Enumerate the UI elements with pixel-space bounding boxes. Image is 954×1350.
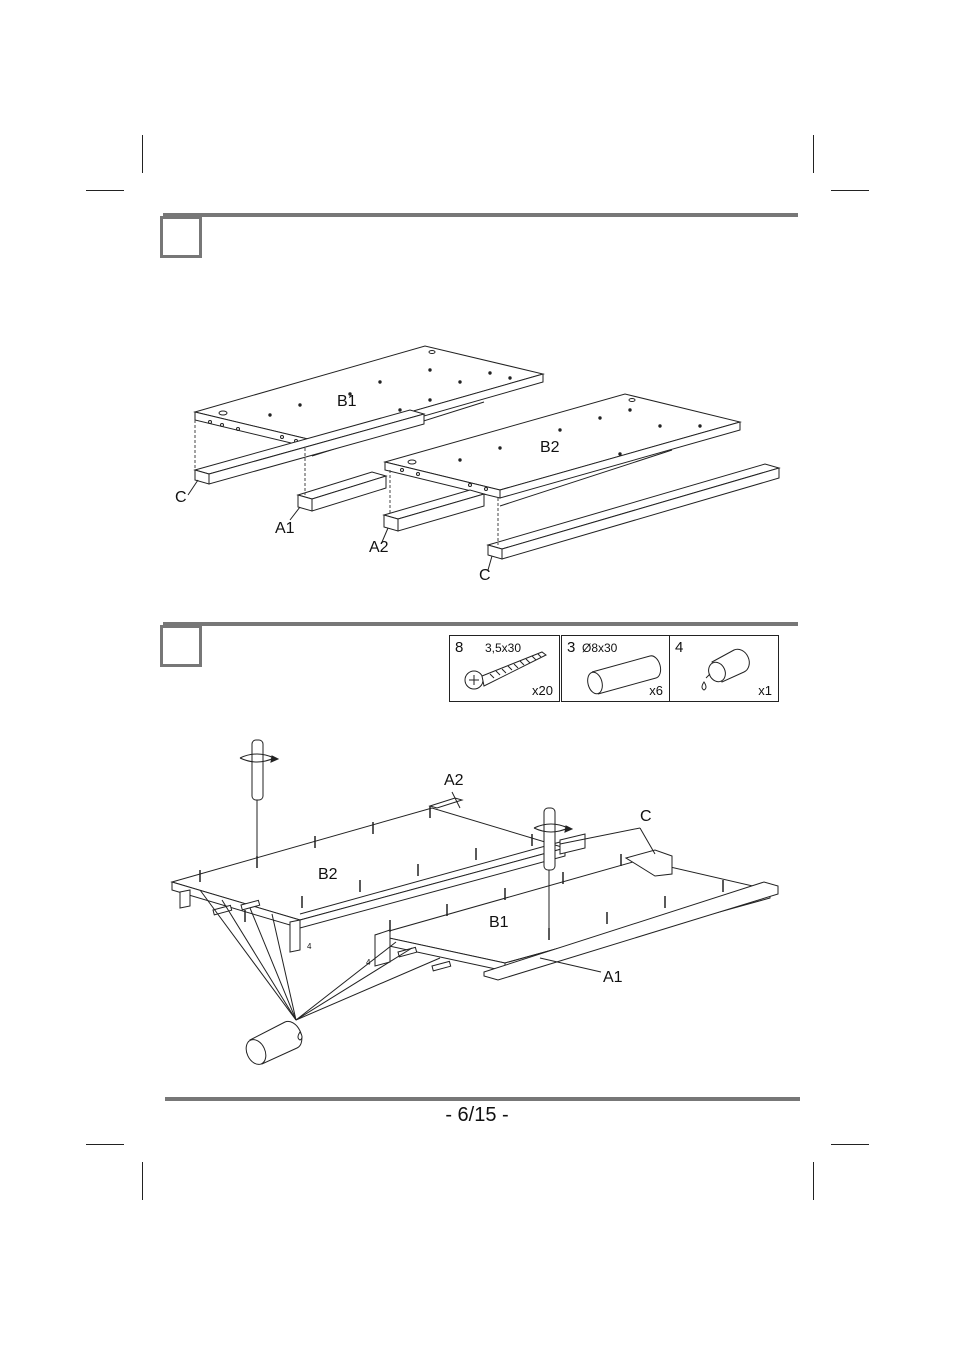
crop-mark-bottom-right-horizontal (831, 1144, 869, 1145)
hardware-box-glue: 4 x1 (669, 635, 779, 702)
step1-label-c-right: C (479, 567, 491, 584)
crop-mark-top-left-horizontal (86, 190, 124, 191)
crop-mark-bottom-left-vertical (142, 1162, 143, 1200)
hardware-box-dowel: 3 Ø8x30 x6 (561, 635, 670, 702)
step1-label-a2: A2 (369, 539, 389, 556)
rail-c-right-drawing (486, 463, 781, 560)
screw-icon (464, 651, 547, 690)
hardware-quantity: x1 (758, 683, 772, 698)
crop-mark-bottom-right-vertical (813, 1162, 814, 1200)
step1-label-b1: B1 (337, 393, 357, 410)
step2-illustration (170, 739, 779, 1065)
step2-header-bar (163, 622, 798, 626)
screwdriver-right-icon (533, 807, 574, 935)
panel-b2-drawing (383, 393, 742, 507)
hardware-size: Ø8x30 (582, 641, 618, 655)
step1-label-c-left: C (175, 489, 187, 506)
crop-mark-top-left-vertical (142, 135, 143, 173)
step2-label-c: C (640, 808, 652, 825)
step2-label-b1: B1 (489, 914, 509, 931)
dowel-icon (587, 655, 662, 695)
page-number: - 6/15 - (445, 1104, 509, 1126)
hardware-number: 4 (675, 639, 684, 656)
step2-number-box (160, 625, 202, 667)
hardware-quantity: x6 (649, 683, 663, 698)
hardware-quantity: x20 (532, 683, 553, 698)
step1-label-a1: A1 (275, 520, 295, 537)
assembly-panel-b1-drawing (374, 849, 779, 981)
crop-mark-bottom-left-horizontal (86, 1144, 124, 1145)
rail-a1-drawing (296, 471, 388, 512)
step2-label-a2: A2 (444, 772, 464, 789)
screwdriver-left-icon (239, 739, 280, 858)
glue-bottle-drawing (199, 889, 441, 1065)
rail-a2-drawing (382, 489, 486, 532)
hardware-number: 8 (455, 639, 464, 656)
assembly-panel-b2-drawing (170, 797, 586, 953)
rail-c-left-drawing (193, 409, 426, 485)
footer-bar (165, 1097, 800, 1101)
step2-label-b2: B2 (318, 866, 338, 883)
crop-mark-top-right-horizontal (831, 190, 869, 191)
step1-number-box (160, 216, 202, 258)
step2-small-number-a: 4 (307, 942, 312, 951)
step2-label-a1: A1 (603, 969, 623, 986)
step2-small-number-b: 4 (366, 958, 371, 967)
step1-illustration (187, 345, 781, 571)
step1-header-bar (163, 213, 798, 217)
hardware-box-screw: 8 3,5x30 x20 (449, 635, 560, 702)
glue-bottle-icon (701, 648, 750, 691)
step1-label-b2: B2 (540, 439, 560, 456)
hardware-size: 3,5x30 (485, 641, 522, 655)
hardware-number: 3 (567, 639, 576, 656)
crop-mark-top-right-vertical (813, 135, 814, 173)
